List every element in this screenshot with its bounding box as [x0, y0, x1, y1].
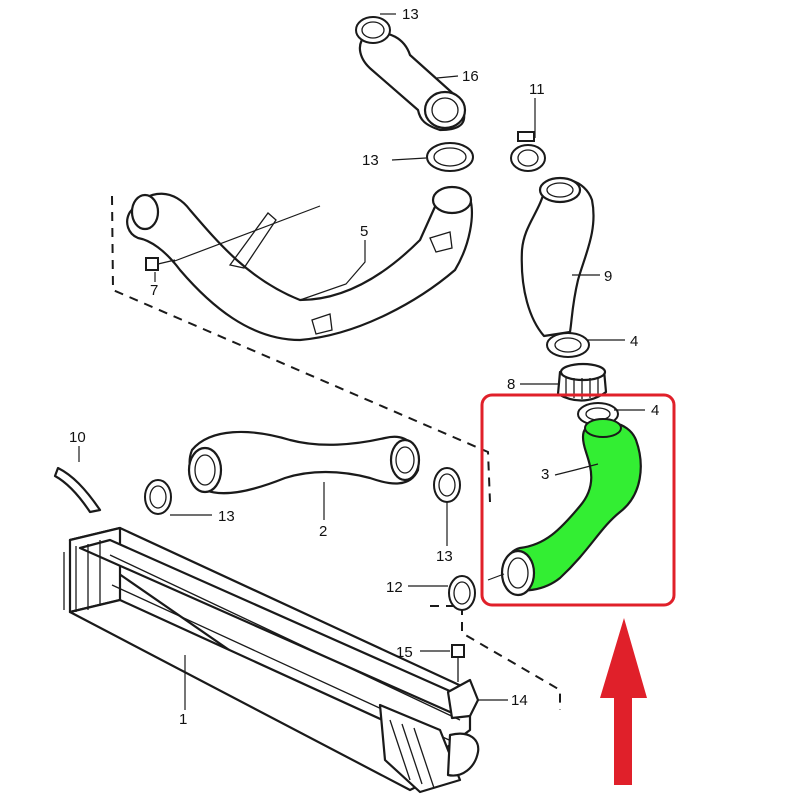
label-13-left: 13	[218, 508, 235, 525]
highlight-frame	[480, 393, 676, 607]
label-5: 5	[360, 223, 368, 240]
label-4-upper: 4	[630, 333, 638, 350]
part-3-hose-end-top	[584, 418, 622, 438]
label-11: 11	[529, 81, 545, 98]
label-2: 2	[319, 523, 327, 540]
part-9-hose	[520, 176, 595, 338]
label-7: 7	[150, 282, 158, 299]
part-13-clamp-right	[433, 467, 461, 503]
part-labels: 13 16 13 11 5 7 9 4 8 4 3 10 13 2 13 12 …	[69, 6, 659, 728]
label-3: 3	[541, 466, 549, 483]
label-13-right: 13	[436, 548, 453, 565]
assembly-dashed-lines	[111, 195, 561, 710]
label-15: 15	[396, 644, 413, 661]
label-9: 9	[604, 268, 612, 285]
label-4-lower: 4	[651, 402, 659, 419]
part-4-clamp-upper	[546, 332, 590, 358]
part-16-hose	[355, 16, 467, 132]
part-14-bracket	[446, 678, 480, 720]
label-10: 10	[69, 429, 86, 446]
part-3-hose-highlighted	[500, 418, 642, 597]
part-13-clamp-left	[144, 479, 172, 515]
label-12: 12	[386, 579, 403, 596]
part-11-clamp	[510, 131, 546, 172]
arrow-up-shape	[600, 618, 647, 785]
arrow-up-icon	[600, 618, 647, 785]
part-13-clamp-upper	[426, 142, 474, 172]
part-5-pipe	[126, 185, 473, 342]
part-15-bolt	[451, 644, 465, 682]
part-1-intercooler	[63, 526, 480, 794]
label-14: 14	[511, 692, 528, 709]
label-1: 1	[179, 711, 187, 728]
part-2-hose	[187, 430, 421, 495]
label-8: 8	[507, 376, 515, 393]
label-13-upper: 13	[362, 152, 379, 169]
label-16: 16	[462, 68, 479, 85]
part-7-bolt	[145, 257, 176, 271]
part-12-clamp	[448, 575, 476, 611]
part-10-strip	[53, 466, 102, 514]
label-13-top: 13	[402, 6, 419, 23]
part-8-connector	[556, 362, 608, 402]
leader-lines	[78, 13, 645, 710]
